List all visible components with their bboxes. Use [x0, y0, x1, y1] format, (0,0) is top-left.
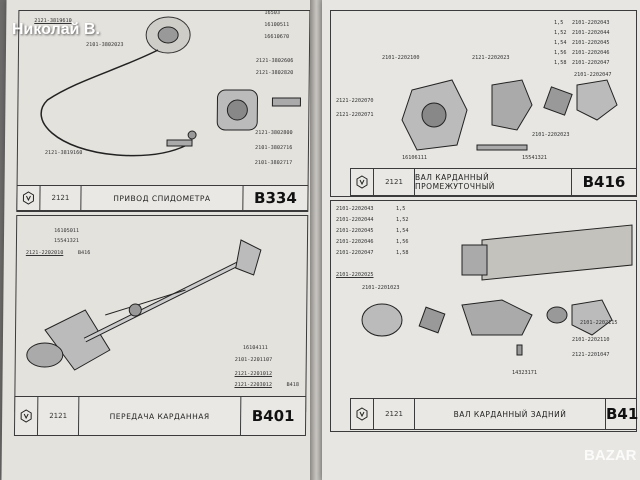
size-label: 1,5 — [396, 206, 406, 212]
author-watermark: Николай В. — [12, 21, 100, 38]
left-page: 2121-3819610 2101-3802023 16503 16100511… — [1, 0, 319, 480]
part-label: 2121-2201047 — [572, 352, 610, 358]
part-label: 2101-2202047 — [336, 250, 374, 256]
part-label: 2101-2202025 — [336, 272, 374, 278]
speedometer-drive-title-bar: 2121 ПРИВОД СПИДОМЕТРА В334 — [16, 185, 309, 211]
part-label: 2121-3802800 — [255, 130, 293, 136]
part-label: 2101-2202046 — [336, 239, 374, 245]
part-label: 2101-2201023 — [362, 285, 400, 291]
section-title: ПЕРЕДАЧА КАРДАННАЯ — [78, 397, 242, 435]
intermediate-shaft-frame — [330, 10, 637, 197]
model-number: 2121 — [40, 186, 82, 210]
speedometer-drive-diagram — [40, 16, 301, 157]
part-label: 2101-2202047 — [572, 60, 610, 66]
size-label: 1,52 — [396, 217, 409, 223]
section-title: ПРИВОД СПИДОМЕТРА — [81, 186, 244, 210]
lada-logo-icon — [351, 399, 374, 429]
size-label: 1,58 — [396, 250, 409, 256]
part-label: 2101-2202115 — [580, 320, 618, 326]
model-number: 2121 — [374, 169, 415, 195]
part-label: 2101-2202043 — [572, 20, 610, 26]
size-label: 1,54 — [554, 40, 567, 46]
rear-shaft-frame — [330, 200, 637, 432]
part-label: 2101-2202045 — [336, 228, 374, 234]
model-number: 2121 — [374, 399, 415, 429]
bazar-logo-text: BAZAR — [584, 447, 637, 464]
part-label: В418 — [286, 382, 300, 388]
part-label: 15541321 — [53, 238, 80, 244]
section-code: В416 — [582, 173, 626, 191]
section-code: В41 — [606, 405, 639, 423]
size-label: 1,5 — [554, 20, 564, 26]
part-label: 2101-2202023 — [532, 132, 570, 138]
part-label: 14323171 — [512, 370, 537, 376]
part-label: 16104111 — [242, 345, 268, 351]
part-label: 2121-2202010 — [25, 250, 64, 256]
part-label: 16610670 — [264, 34, 290, 40]
part-label: 2101-2202044 — [336, 217, 374, 223]
book-gutter — [310, 0, 324, 480]
part-label: 2101-3802023 — [86, 42, 124, 48]
part-label: 16105011 — [54, 228, 80, 234]
right-page: 2101-2202043 2101-2202044 2101-2202045 2… — [322, 0, 640, 480]
part-label: 2121-2203012 — [234, 382, 272, 388]
part-label: 16503 — [264, 10, 281, 16]
section-title: ВАЛ КАРДАННЫЙ ЗАДНИЙ — [415, 399, 606, 429]
part-label: 2121-3802820 — [255, 70, 294, 76]
intermediate-shaft-title-bar: 2121 ВАЛ КАРДАННЫЙ ПРОМЕЖУТОЧНЫЙ В416 — [350, 168, 637, 196]
size-label: 1,56 — [396, 239, 409, 245]
lada-logo-icon — [17, 186, 41, 210]
part-label: 2101-3802717 — [254, 160, 293, 166]
part-label: 2121-2202023 — [472, 55, 510, 61]
part-label: 15541321 — [522, 155, 547, 161]
rear-shaft-title-bar: 2121 ВАЛ КАРДАННЫЙ ЗАДНИЙ В41 — [350, 398, 639, 430]
size-label: 1,58 — [554, 60, 567, 66]
part-label: 2101-2202047 — [574, 72, 612, 78]
section-title: ВАЛ КАРДАННЫЙ ПРОМЕЖУТОЧНЫЙ — [415, 169, 572, 195]
size-label: 1,56 — [554, 50, 567, 56]
part-label: 2101-2202043 — [336, 206, 374, 212]
lada-logo-icon — [351, 169, 374, 195]
part-label: 2121-3819160 — [44, 150, 83, 156]
part-label: 2121-2202070 — [336, 98, 374, 104]
part-label: 2101-2201107 — [234, 357, 273, 363]
part-label: 16106111 — [402, 155, 427, 161]
bazar-logo-icon: BAZAR — [576, 442, 637, 472]
part-label: 2121-3802606 — [255, 58, 294, 64]
part-label: 2121-2202071 — [336, 112, 374, 118]
cardan-drive-title-bar: 2121 ПЕРЕДАЧА КАРДАННАЯ В401 — [13, 396, 307, 436]
part-label: 2101-2202045 — [572, 40, 610, 46]
part-label: 2101-2202044 — [572, 30, 610, 36]
rear-shaft-diagram — [361, 224, 633, 356]
part-label: 16100511 — [264, 22, 290, 28]
section-code: В401 — [251, 407, 295, 425]
model-number: 2121 — [37, 397, 80, 435]
part-label: 2101-2202046 — [572, 50, 610, 56]
lada-logo-icon — [14, 397, 39, 435]
part-label: 2121-2201012 — [234, 371, 273, 377]
part-label: 2101-2202110 — [572, 337, 610, 343]
part-label: В416 — [77, 250, 91, 256]
size-label: 1,52 — [554, 30, 567, 36]
part-label: 2101-3802716 — [254, 145, 293, 151]
intermediate-shaft-diagram — [401, 79, 618, 151]
part-label: 2101-2202100 — [382, 55, 420, 61]
section-code: В334 — [253, 189, 297, 207]
size-label: 1,54 — [396, 228, 409, 234]
cardan-drive-diagram — [26, 239, 262, 371]
